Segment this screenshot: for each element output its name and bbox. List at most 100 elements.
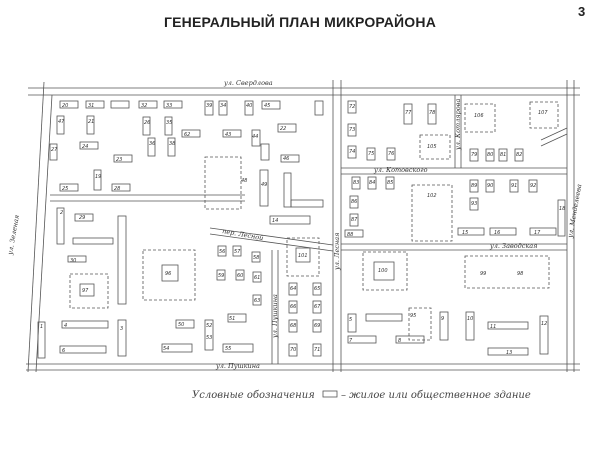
building-number: 62 — [184, 132, 190, 138]
building-number: 67 — [314, 304, 321, 310]
building-number: 100 — [378, 268, 388, 274]
building-number: 93 — [471, 201, 477, 207]
building-number: 58 — [253, 255, 259, 261]
building-number: 105 — [427, 144, 437, 150]
building-number: 40 — [246, 103, 252, 109]
building-number: 83 — [353, 180, 359, 186]
building-number: 36 — [149, 141, 155, 147]
building-number: 74 — [349, 149, 355, 155]
street-label-lesnoy-lane: пер. Лесной — [222, 227, 264, 242]
building-number: 85 — [387, 180, 393, 186]
building-number: 53 — [206, 335, 212, 341]
street-label-lesnaya: ул. Лесная — [333, 233, 341, 271]
building-number: 64 — [290, 286, 296, 292]
building-number: 75 — [368, 151, 374, 157]
street-label-kotovskogo: ул. Котовского — [373, 166, 428, 174]
building-number: 66 — [290, 304, 296, 310]
building-number: 2 — [60, 210, 63, 216]
building-number: 77 — [405, 110, 412, 116]
building-number: 79 — [471, 152, 477, 158]
building-number: 97 — [82, 288, 89, 294]
building-number: 5 — [349, 317, 352, 323]
building-number: 22 — [280, 126, 286, 132]
building-number: 51 — [229, 316, 235, 322]
building-number: 73 — [349, 127, 355, 133]
building-number: 16 — [494, 230, 500, 236]
building-number: 46 — [283, 156, 289, 162]
building-number: 107 — [538, 110, 548, 116]
building-number: 7 — [349, 338, 353, 344]
building-number: 45 — [264, 103, 270, 109]
building-number: 99 — [480, 271, 486, 277]
building-number: 49 — [261, 182, 267, 188]
building-number: 38 — [169, 141, 175, 147]
building-number: 96 — [165, 271, 171, 277]
building-number: 57 — [234, 249, 241, 255]
legend-item: – жилое или общественное здание — [341, 390, 531, 401]
inner-squares — [79, 247, 395, 297]
street-label-zelenaya: ул. Зеленая — [6, 214, 21, 256]
building-number: 54 — [163, 346, 169, 352]
building-number: 92 — [530, 183, 536, 189]
building-number: 21 — [88, 119, 94, 125]
building-number: 19 — [95, 174, 101, 180]
building-number: 48 — [241, 178, 247, 184]
dashed-areas — [69, 101, 559, 341]
building-number: 63 — [254, 298, 260, 304]
building-number: 69 — [314, 323, 320, 329]
building-number: 76 — [388, 151, 394, 157]
building-number: 18 — [559, 206, 565, 212]
building-number: 59 — [218, 273, 224, 279]
building-number: 71 — [314, 347, 320, 353]
street-label-pushkina: ул. Пушкина — [215, 362, 260, 370]
building-number: 47 — [58, 119, 65, 125]
building-number: 30 — [70, 258, 76, 264]
building-number: 81 — [500, 152, 506, 158]
building-number: 28 — [114, 186, 120, 192]
building-number: 24 — [82, 144, 88, 150]
building-number: 98 — [517, 271, 523, 277]
building-number: 14 — [272, 218, 278, 224]
street-label-sverdlova: ул. Свердлова — [223, 79, 273, 87]
street-label-zavodskaya: ул. Заводская — [489, 242, 537, 250]
building-number: 88 — [347, 232, 353, 238]
building-number: 10 — [467, 316, 473, 322]
legend-title: Условные обозначения — [192, 390, 315, 401]
building-number: 55 — [225, 346, 231, 352]
building-number: 17 — [534, 230, 541, 236]
building-number: 35 — [166, 120, 172, 126]
building-number: 8 — [398, 338, 401, 344]
building-number: 15 — [462, 230, 468, 236]
buildings — [37, 100, 566, 359]
building-number: 34 — [220, 103, 226, 109]
page-title: ГЕНЕРАЛЬНЫЙ ПЛАН МИКРОРАЙОНА — [163, 14, 437, 30]
building-number: 101 — [298, 253, 308, 259]
building-number: 95 — [410, 313, 416, 319]
street-label-pushkina-vertical: ул. Пушкина — [271, 294, 279, 339]
street-label-kotlyarova: ул. Котлярова — [454, 99, 462, 151]
building-number: 4 — [64, 323, 67, 329]
building-number: 12 — [541, 321, 547, 327]
building-number: 32 — [141, 103, 147, 109]
legend-building-icon — [322, 390, 338, 398]
page-number: 3 — [578, 4, 586, 19]
building-number: 1 — [40, 324, 43, 330]
building-number: 20 — [62, 103, 68, 109]
building-number: 6 — [62, 348, 65, 354]
building-number: 106 — [474, 113, 484, 119]
building-number: 31 — [88, 103, 94, 109]
building-number: 60 — [237, 273, 243, 279]
building-number: 78 — [429, 110, 435, 116]
building-number: 61 — [254, 275, 260, 281]
building-number: 27 — [51, 147, 58, 153]
building-number: 23 — [116, 157, 122, 163]
building-number: 68 — [290, 323, 296, 329]
building-number: 52 — [206, 323, 212, 329]
building-number: 89 — [471, 183, 477, 189]
building-number: 65 — [314, 286, 320, 292]
building-numbers: 20 31 32 33 39 34 40 45 43 44 62 22 46 4… — [40, 103, 565, 356]
building-number: 11 — [490, 324, 496, 330]
legend: Условные обозначения – жилое или обществ… — [192, 390, 531, 401]
building-number: 13 — [506, 350, 512, 356]
building-number: 3 — [120, 326, 123, 332]
